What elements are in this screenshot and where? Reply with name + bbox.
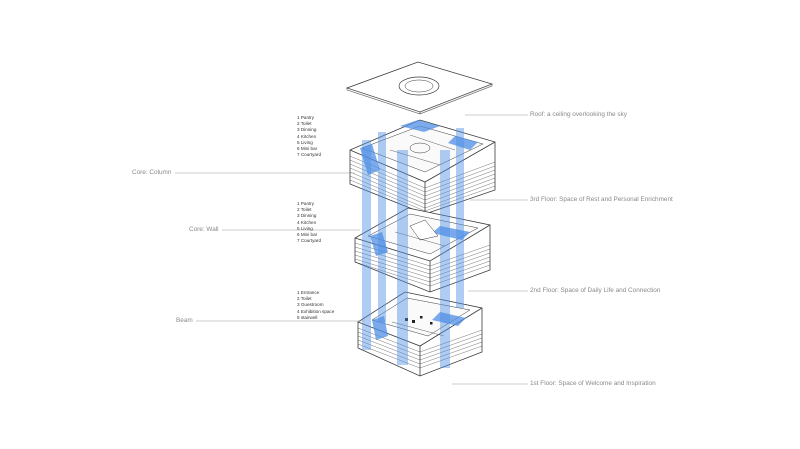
floor-3-label: 3rd Floor: Space of Rest and Personal En…	[530, 196, 673, 203]
floor-2-room-legend: 1 Pantry 2 Toilet 3 Dinning 4 Kitchen 5 …	[297, 201, 321, 244]
room-item: 5 Living	[297, 139, 313, 145]
room-item: 3 Guestroom	[297, 302, 324, 308]
roof-skylight-ring	[398, 76, 440, 96]
room-item: 6 Mini bar	[297, 146, 318, 152]
core-wall-label: Core: Wall	[189, 226, 219, 233]
floor-2-label: 2nd Floor: Space of Daily Life and Conne…	[530, 287, 661, 294]
roof-plate	[345, 61, 494, 115]
room-item: 5 Living	[297, 225, 313, 231]
core-column-label: Core: Column	[132, 169, 172, 176]
floor-1-block	[357, 291, 483, 377]
room-item: 1 Pantry	[297, 115, 315, 120]
floor-1-room-legend: 1 Entrance 2 Toilet 3 Guestroom 4 Exhibi…	[297, 290, 334, 321]
beam-label: Beam	[176, 317, 193, 324]
room-item: 4 Kitchen	[297, 133, 317, 139]
floor-2-block	[354, 207, 491, 293]
room-item: 4 Kitchen	[297, 219, 317, 225]
floor-3-room-legend: 1 Pantry 2 Toilet 3 Dinning 4 Kitchen 5 …	[297, 115, 321, 158]
room-item: 4 Exhibition space	[297, 308, 335, 314]
room-item: 1 Pantry	[297, 201, 315, 206]
vertical-cores	[362, 128, 464, 368]
room-item: 5 stairwell	[297, 314, 318, 320]
floor-3-block	[349, 119, 496, 215]
room-item: 2 Toilet	[297, 121, 312, 127]
room-item: 6 Mini bar	[297, 232, 318, 238]
room-item: 2 Toilet	[297, 207, 312, 213]
room-item: 7 Courtyard	[297, 238, 322, 244]
room-item: 3 Dinning	[297, 127, 317, 133]
room-item: 7 Courtyard	[297, 152, 322, 158]
roof-label: Roof: a ceiling overlooking the sky	[530, 111, 627, 118]
room-item: 2 Toilet	[297, 296, 312, 302]
room-item: 3 Dinning	[297, 213, 317, 219]
room-item: 1 Entrance	[297, 290, 320, 295]
leader-lines	[175, 114, 528, 385]
floor-1-label: 1st Floor: Space of Welcome and Inspirat…	[530, 380, 656, 387]
